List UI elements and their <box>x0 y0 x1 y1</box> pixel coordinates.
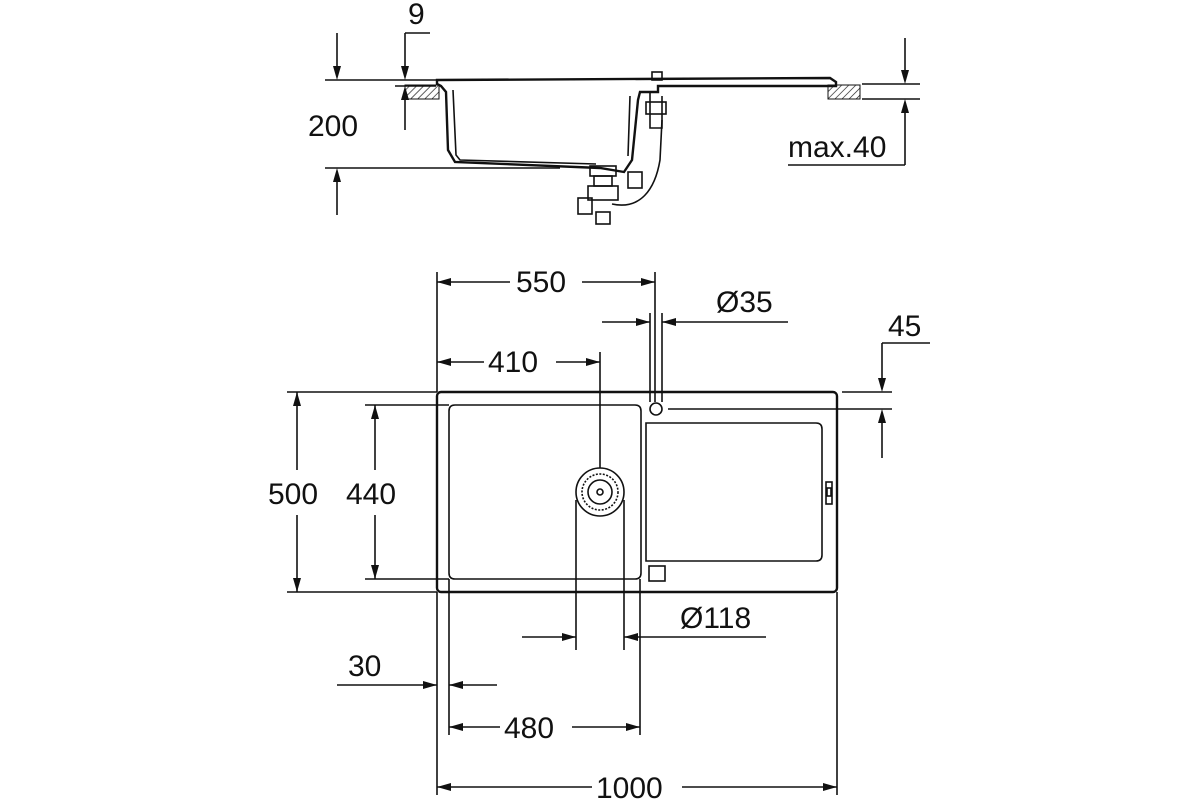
sink-outline <box>435 390 839 594</box>
dim-500-label: 500 <box>268 478 318 511</box>
sink-bowl <box>448 404 642 580</box>
dim-550-label: 550 <box>516 266 566 299</box>
dim-9-label: 9 <box>408 0 425 31</box>
dim-410-label: 410 <box>488 346 538 379</box>
tap-hole-icon <box>649 402 663 416</box>
dim-440-label: 440 <box>346 478 396 511</box>
dim-45-label: 45 <box>888 310 921 343</box>
dim-1000-label: 1000 <box>596 772 663 800</box>
sink-top-profile <box>435 76 838 174</box>
countertop-left-hatch <box>404 84 440 100</box>
drain-assembly <box>577 92 667 225</box>
dim-d118-label: Ø118 <box>680 602 751 635</box>
countertop-right-hatch <box>827 84 861 100</box>
drainboard <box>645 422 823 562</box>
top-plan-view: 550 Ø35 410 45 500 <box>268 266 930 800</box>
side-section-view: 9 200 max.40 <box>308 0 920 225</box>
dim-max40-label: max.40 <box>788 131 886 164</box>
dim-d35-label: Ø35 <box>716 286 773 319</box>
dim-480-label: 480 <box>504 712 554 745</box>
dim-30-label: 30 <box>348 650 381 683</box>
dim-200-label: 200 <box>308 110 358 143</box>
drain-icon <box>575 467 625 517</box>
overflow-icon <box>648 565 666 582</box>
